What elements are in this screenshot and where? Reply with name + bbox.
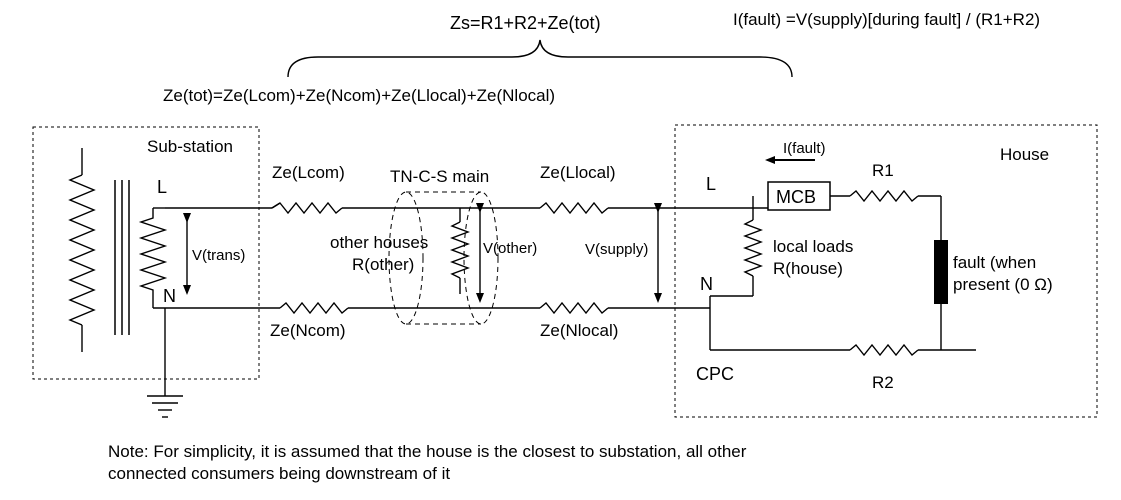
zs-formula: Zs=R1+R2+Ze(tot) [450,13,601,33]
fault-element [934,240,948,304]
ze-ncom-resistor [279,301,349,315]
r1-resistor [849,189,919,203]
house-title: House [1000,145,1049,164]
tncs-main-label: TN-C-S main [390,167,489,186]
fault-current-label: I(fault) [783,140,826,157]
v-supply-label: V(supply) [585,241,648,258]
substation-title: Sub-station [147,137,233,156]
local-loads-resistor [743,219,763,277]
substation-L-label: L [157,177,167,197]
mcb-label: MCB [776,187,816,207]
substation-box [32,126,260,380]
house-box [674,124,1098,418]
r-other-resistor [450,221,470,279]
ze-lcom-resistor [271,201,343,215]
fault-current-formula: I(fault) =V(supply)[during fault] / (R1+… [733,10,1040,29]
local-loads-label: local loads [773,237,853,256]
v-trans-label: V(trans) [192,247,245,264]
house-L-label: L [706,174,716,194]
formula-brace [287,39,793,78]
ze-llocal-resistor [539,201,609,215]
r1-label: R1 [872,161,894,180]
r2-label: R2 [872,373,894,392]
r-other-label: R(other) [352,255,414,274]
cpc-label: CPC [696,364,734,384]
ze-lcom-label: Ze(Lcom) [272,163,345,182]
fault-label-line1: fault (when [953,253,1036,272]
tncs-ellipse-right [463,191,499,325]
ze-ncom-label: Ze(Ncom) [270,321,346,340]
earth-icon [147,395,183,418]
ze-llocal-label: Ze(Llocal) [540,163,616,182]
ze-tot-formula: Ze(tot)=Ze(Lcom)+Ze(Ncom)+Ze(Llocal)+Ze(… [163,86,555,105]
substation-N-label: N [163,286,176,306]
other-houses-label: other houses [330,233,428,252]
transformer-secondary-coil [138,208,168,308]
ze-nlocal-resistor [539,301,609,315]
r-house-label: R(house) [773,259,843,278]
fault-label-line2: present (0 Ω) [953,275,1053,294]
r2-resistor [849,343,919,357]
note-line1: Note: For simplicity, it is assumed that… [108,442,747,461]
ze-nlocal-label: Ze(Nlocal) [540,321,618,340]
tncs-ellipse-left [388,191,424,325]
note-line2: connected consumers being downstream of … [108,464,450,483]
house-N-label: N [700,274,713,294]
mcb-box [767,181,831,211]
transformer-primary-coil [68,174,96,326]
v-other-label: V(other) [483,240,537,257]
